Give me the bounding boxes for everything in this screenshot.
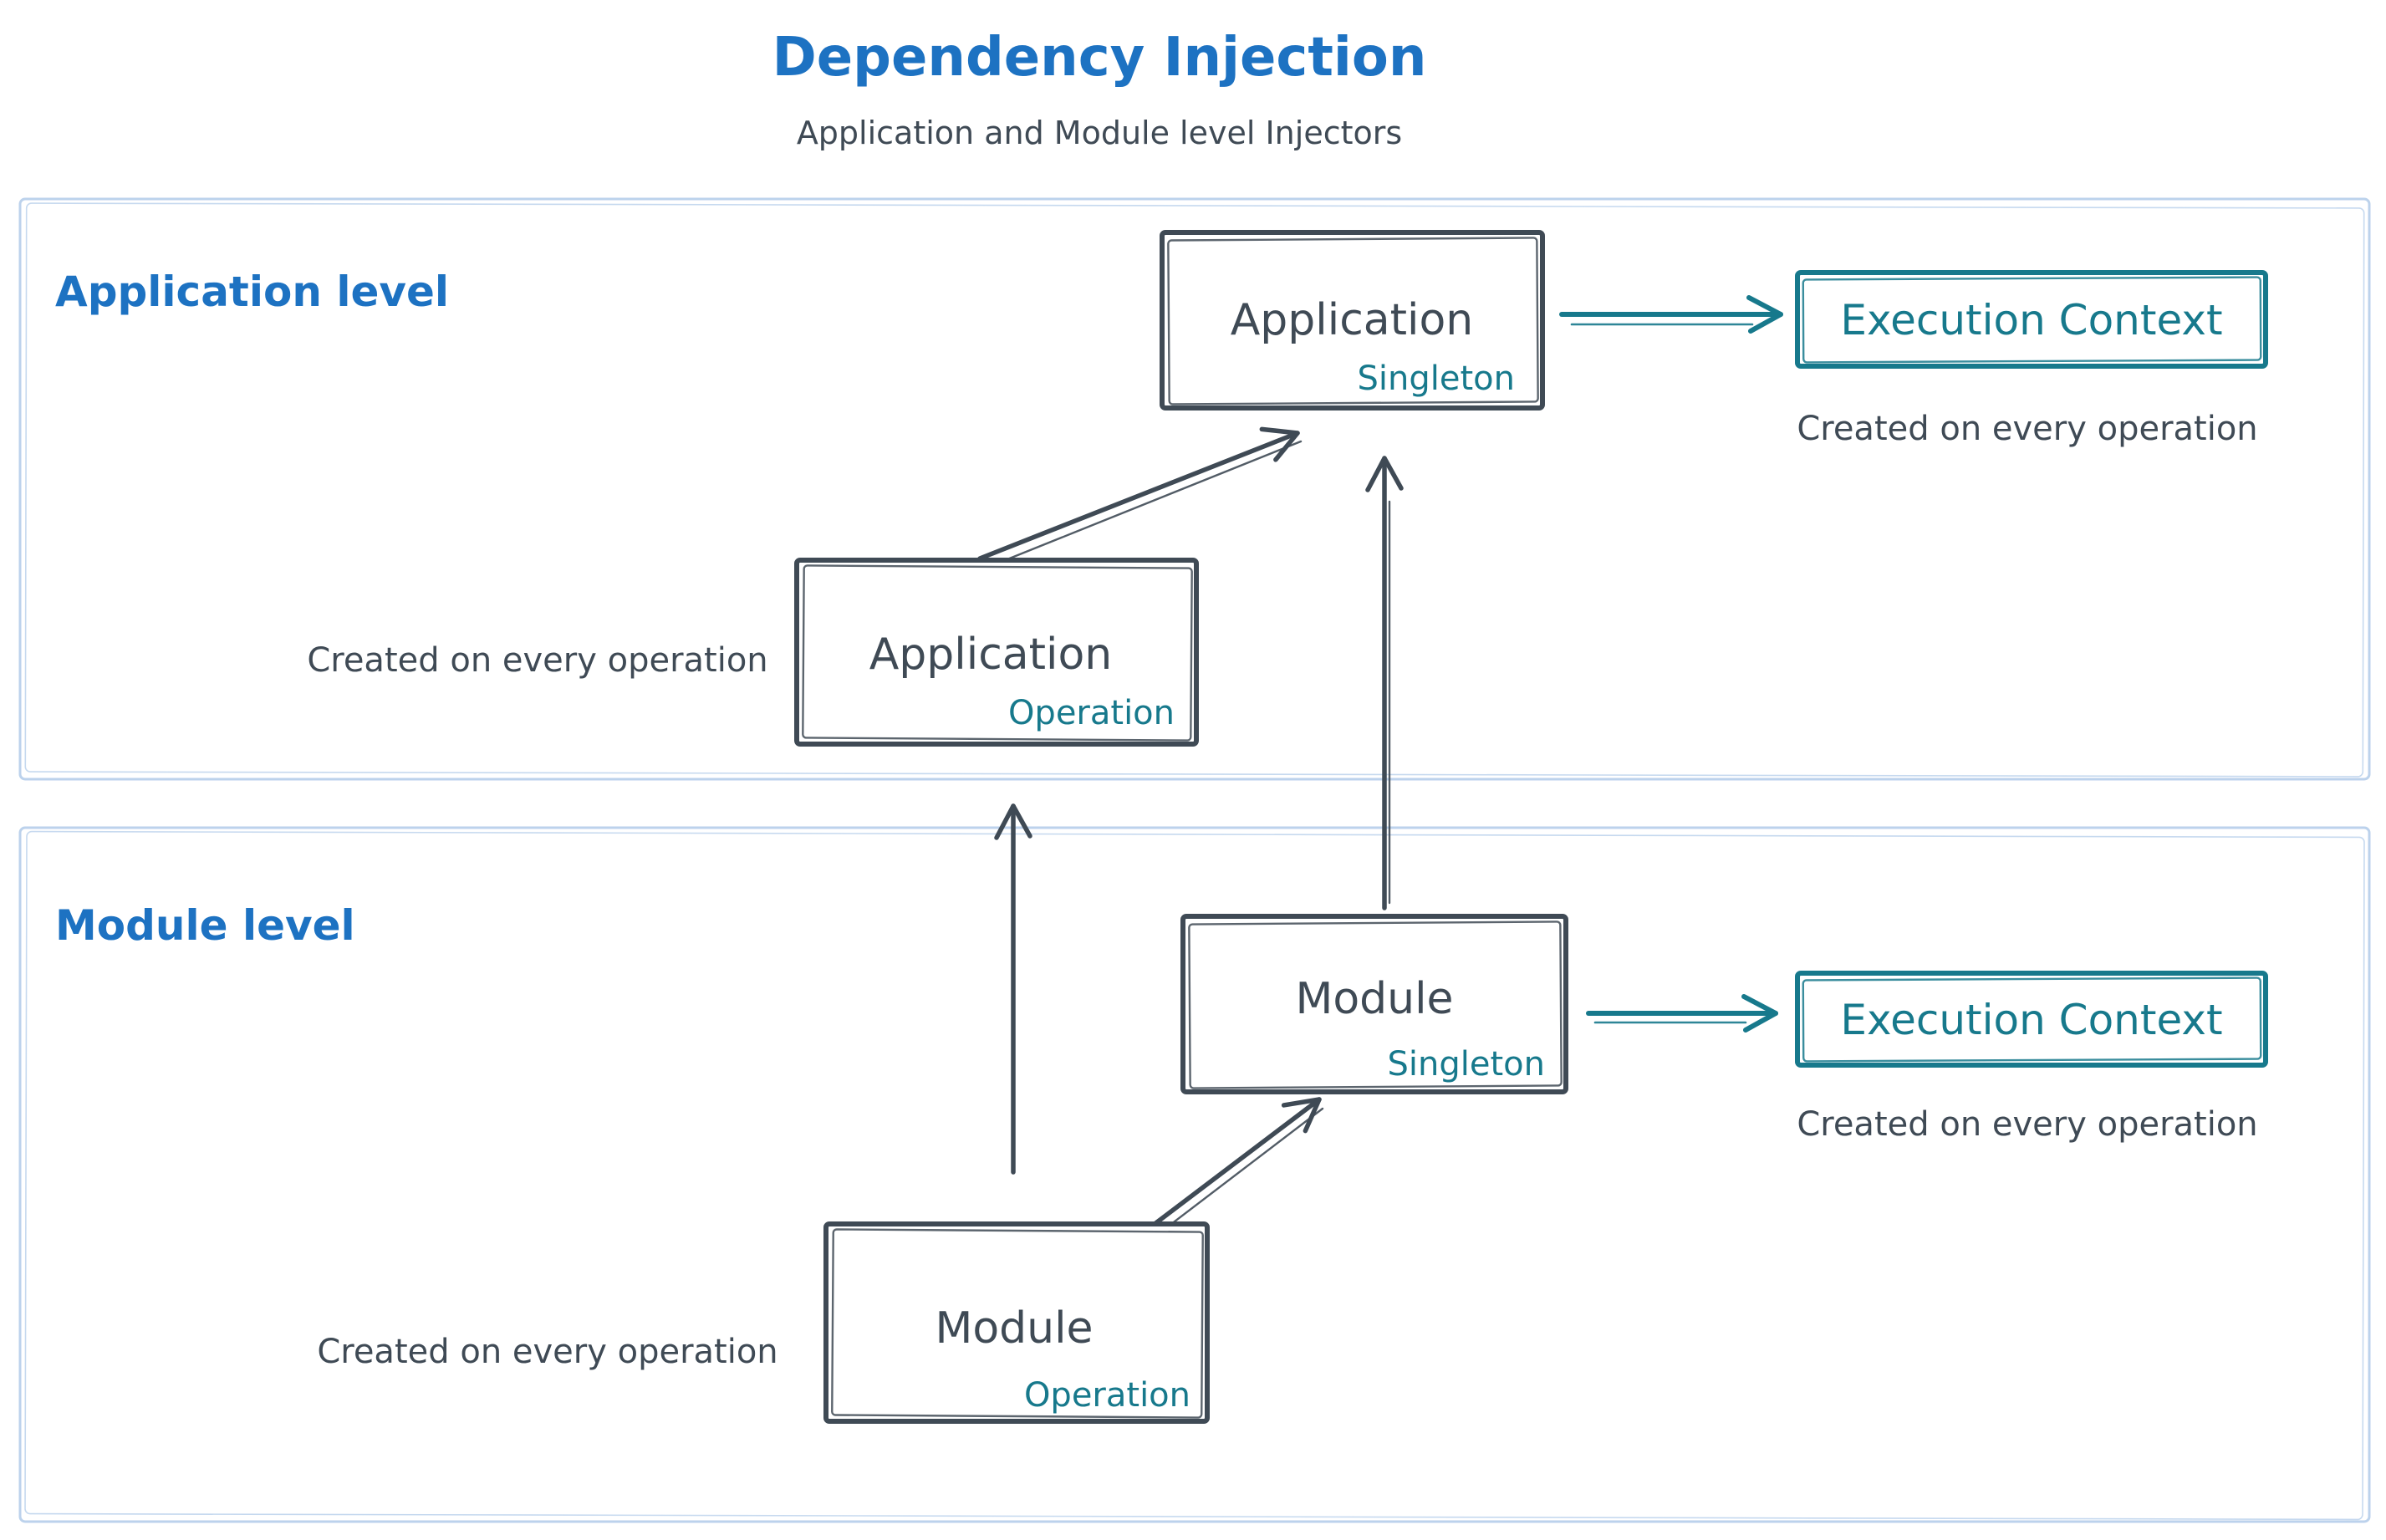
module-execution-note: Created on every operation — [1797, 1105, 2257, 1144]
page-subtitle: Application and Module level Injectors — [797, 115, 1402, 151]
app-execution-context-title: Execution Context — [1840, 296, 2222, 344]
module-execution-context-box — [1795, 971, 2268, 1068]
module-level-section — [18, 826, 2371, 1523]
module-operation-tag: Operation — [1024, 1376, 1190, 1415]
app-singleton-box — [1160, 230, 1545, 410]
app-operation-note: Created on every operation — [307, 641, 767, 680]
module-singleton-tag: Singleton — [1388, 1045, 1545, 1084]
app-singleton-title: Application — [1231, 295, 1474, 345]
module-operation-title: Module — [935, 1303, 1093, 1354]
module-execution-context-title: Execution Context — [1840, 996, 2222, 1044]
app-execution-context-box — [1795, 270, 2268, 369]
module-singleton-box — [1180, 914, 1568, 1094]
edge-app-operation-to-app-singleton — [977, 426, 1303, 569]
module-singleton-title: Module — [1295, 974, 1453, 1024]
app-execution-note: Created on every operation — [1797, 410, 2257, 448]
application-level-section — [18, 197, 2371, 781]
module-level-label: Module level — [55, 901, 355, 950]
edge-module-singleton-to-app-singleton — [1365, 456, 1404, 910]
edge-module-singleton-to-execution-context — [1586, 994, 1778, 1033]
app-operation-box — [794, 558, 1199, 747]
edge-app-singleton-to-execution-context — [1559, 295, 1783, 334]
app-operation-tag: Operation — [1008, 694, 1175, 732]
app-singleton-tag: Singleton — [1358, 360, 1515, 398]
page-title: Dependency Injection — [772, 27, 1427, 89]
module-operation-note: Created on every operation — [317, 1333, 777, 1371]
application-level-label: Application level — [55, 268, 449, 316]
module-operation-box — [823, 1221, 1210, 1424]
app-operation-title: Application — [869, 630, 1113, 680]
